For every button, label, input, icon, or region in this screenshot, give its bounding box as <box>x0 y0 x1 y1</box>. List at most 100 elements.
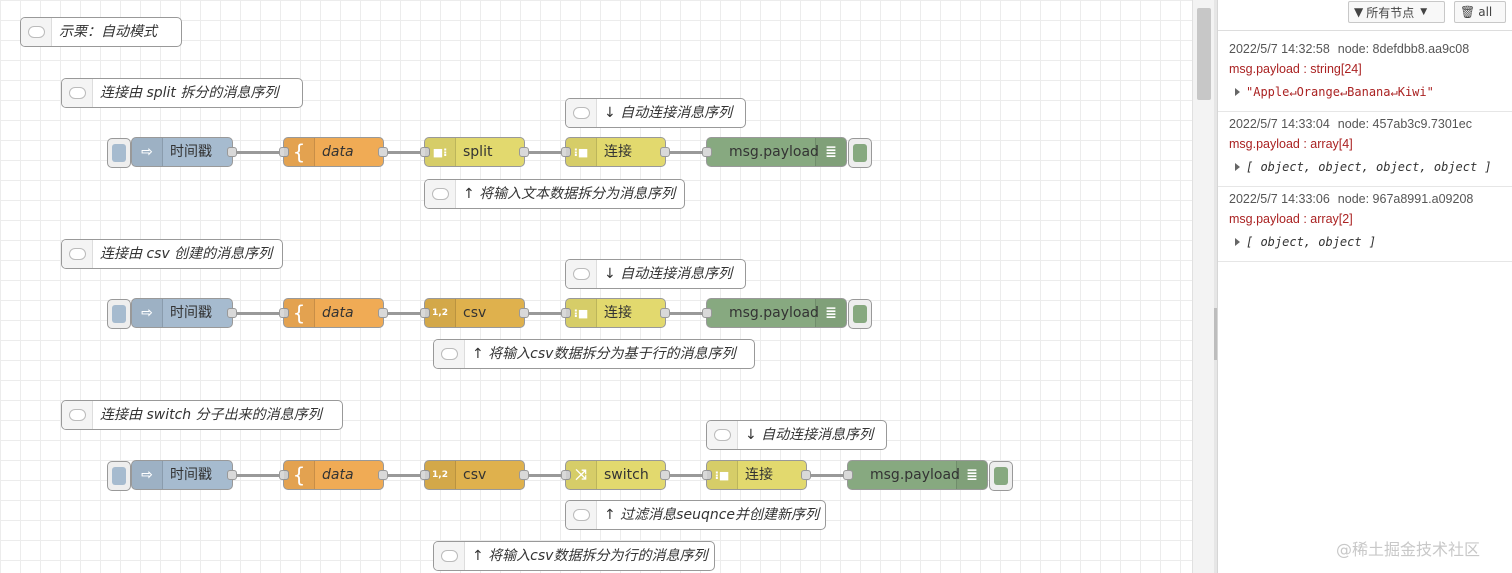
debug-node[interactable]: msg.payload ≣ <box>843 460 988 490</box>
comment-node-flow1-note[interactable]: ↑ 将输入文本数据拆分为消息序列 <box>424 179 685 209</box>
comment-node-flow3-auto[interactable]: ↓ 自动连接消息序列 <box>706 420 887 450</box>
output-port[interactable] <box>227 147 237 157</box>
wire[interactable] <box>382 474 426 477</box>
csv-node[interactable]: 1,2 csv <box>420 460 529 490</box>
output-port[interactable] <box>660 470 670 480</box>
input-port[interactable] <box>561 308 571 318</box>
debug-message-list[interactable]: 2022/5/7 14:32:58 node: 8defdbb8.aa9c08 m… <box>1218 31 1512 262</box>
join-node[interactable]: ⁝■ 连接 <box>702 460 811 490</box>
workspace-scrollbar[interactable] <box>1192 0 1215 573</box>
message-value[interactable]: [ object, object, object, object ] <box>1246 160 1492 174</box>
inject-node[interactable]: ⇨ 时间戳 <box>131 137 237 167</box>
inject-trigger-button[interactable] <box>107 299 131 329</box>
node-label: csv <box>463 305 487 321</box>
expand-caret-icon[interactable] <box>1235 163 1240 171</box>
wire[interactable] <box>523 474 567 477</box>
template-node[interactable]: { data <box>279 460 388 490</box>
comment-node-flow2-note[interactable]: ↑ 将输入csv数据拆分为基于行的消息序列 <box>433 339 755 369</box>
input-port[interactable] <box>420 147 430 157</box>
output-port[interactable] <box>801 470 811 480</box>
splitter-grip[interactable] <box>1214 308 1217 360</box>
join-node[interactable]: ⁝■ 连接 <box>561 137 670 167</box>
sidebar-splitter[interactable] <box>1214 0 1217 573</box>
inject-trigger-button[interactable] <box>107 138 131 168</box>
output-port[interactable] <box>378 470 388 480</box>
comment-node-flow3-filter[interactable]: ↑ 过滤消息seuqnce并创建新序列 <box>565 500 826 530</box>
debug-message[interactable]: 2022/5/7 14:32:58 node: 8defdbb8.aa9c08 m… <box>1218 37 1512 112</box>
input-port[interactable] <box>702 470 712 480</box>
csv-node[interactable]: 1,2 csv <box>420 298 529 328</box>
curly-brace-icon: { <box>284 138 315 166</box>
input-port[interactable] <box>843 470 853 480</box>
output-port[interactable] <box>227 470 237 480</box>
message-topic: msg.payload : string[24] <box>1229 62 1362 76</box>
message-node-link[interactable]: node: 457ab3c9.7301ec <box>1337 117 1472 131</box>
wire[interactable] <box>523 312 567 315</box>
wire[interactable] <box>230 474 285 477</box>
input-port[interactable] <box>279 308 289 318</box>
inject-node[interactable]: ⇨ 时间戳 <box>131 298 237 328</box>
wire[interactable] <box>523 151 567 154</box>
comment-node-flow3-title[interactable]: 连接由 switch 分子出来的消息序列 <box>61 400 343 430</box>
comment-node-flow2-auto[interactable]: ↓ 自动连接消息序列 <box>565 259 746 289</box>
input-port[interactable] <box>279 470 289 480</box>
input-port[interactable] <box>702 308 712 318</box>
wire[interactable] <box>230 312 285 315</box>
template-node[interactable]: { data <box>279 137 388 167</box>
scrollbar-thumb[interactable] <box>1197 8 1211 100</box>
message-timestamp: 2022/5/7 14:32:58 <box>1229 42 1330 56</box>
input-port[interactable] <box>702 147 712 157</box>
message-node-link[interactable]: node: 8defdbb8.aa9c08 <box>1337 42 1470 56</box>
output-port[interactable] <box>519 147 529 157</box>
expand-caret-icon[interactable] <box>1235 88 1240 96</box>
expand-caret-icon[interactable] <box>1235 238 1240 246</box>
debug-toggle-button[interactable] <box>989 461 1013 491</box>
message-value[interactable]: "Apple↵Orange↵Banana↵Kiwi" <box>1246 85 1434 99</box>
debug-node[interactable]: msg.payload ≣ <box>702 137 847 167</box>
comment-label: 连接由 split 拆分的消息序列 <box>100 85 279 101</box>
template-node[interactable]: { data <box>279 298 388 328</box>
output-port[interactable] <box>378 147 388 157</box>
inject-trigger-button[interactable] <box>107 461 131 491</box>
comment-node-flow2-title[interactable]: 连接由 csv 创建的消息序列 <box>61 239 283 269</box>
output-port[interactable] <box>519 470 529 480</box>
comment-node-flow1-auto[interactable]: ↓ 自动连接消息序列 <box>565 98 746 128</box>
input-port[interactable] <box>420 470 430 480</box>
input-port[interactable] <box>561 470 571 480</box>
wire[interactable] <box>382 151 426 154</box>
wire[interactable] <box>805 474 849 477</box>
input-port[interactable] <box>279 147 289 157</box>
debug-node[interactable]: msg.payload ≣ <box>702 298 847 328</box>
comment-node-flow3-note[interactable]: ↑ 将输入csv数据拆分为行的消息序列 <box>433 541 715 571</box>
split-icon: ■⁝ <box>425 138 456 166</box>
wire[interactable] <box>664 312 708 315</box>
comment-node-example[interactable]: 示栗：自动模式 <box>20 17 182 47</box>
input-port[interactable] <box>420 308 430 318</box>
output-port[interactable] <box>519 308 529 318</box>
join-node[interactable]: ⁝■ 连接 <box>561 298 670 328</box>
node-filter-dropdown[interactable]: ▼ 所有节点 ▼ <box>1348 1 1445 23</box>
wire[interactable] <box>382 312 426 315</box>
output-port[interactable] <box>660 308 670 318</box>
message-value[interactable]: [ object, object ] <box>1246 235 1377 249</box>
message-node-link[interactable]: node: 967a8991.a09208 <box>1337 192 1474 206</box>
join-icon: ⁝■ <box>566 138 597 166</box>
inject-node[interactable]: ⇨ 时间戳 <box>131 460 237 490</box>
wire[interactable] <box>664 151 708 154</box>
switch-node[interactable]: ⤨ switch <box>561 460 670 490</box>
debug-toggle-button[interactable] <box>848 299 872 329</box>
comment-label: ↓ 自动连接消息序列 <box>604 266 733 282</box>
clear-messages-button[interactable]: 🗑 all <box>1454 1 1506 23</box>
wire[interactable] <box>230 151 285 154</box>
output-port[interactable] <box>227 308 237 318</box>
debug-toggle-button[interactable] <box>848 138 872 168</box>
flow-workspace[interactable]: 示栗：自动模式 连接由 split 拆分的消息序列 ↓ 自动连接消息序列 ⇨ 时… <box>0 0 1192 573</box>
split-node[interactable]: ■⁝ split <box>420 137 529 167</box>
output-port[interactable] <box>378 308 388 318</box>
output-port[interactable] <box>660 147 670 157</box>
comment-node-flow1-title[interactable]: 连接由 split 拆分的消息序列 <box>61 78 303 108</box>
input-port[interactable] <box>561 147 571 157</box>
wire[interactable] <box>664 474 708 477</box>
